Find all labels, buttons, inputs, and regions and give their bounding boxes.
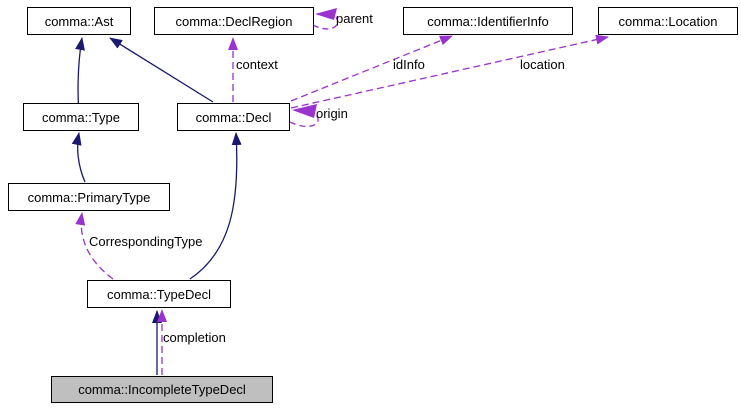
edge-label-correspondingtype: CorrespondingType bbox=[89, 234, 203, 249]
node-comma-incompletetypedecl: comma::IncompleteTypeDecl bbox=[51, 376, 273, 403]
edge-parent-arrowhead bbox=[315, 8, 337, 20]
edge-typedecl-to-decl bbox=[189, 132, 242, 280]
edge-location bbox=[290, 34, 609, 109]
edge-label-origin: origin bbox=[316, 106, 348, 121]
edge-idinfo bbox=[290, 35, 453, 102]
node-label: comma::IdentifierInfo bbox=[427, 13, 549, 29]
node-label: comma::Decl bbox=[195, 109, 272, 125]
node-comma-identifierinfo[interactable]: comma::IdentifierInfo bbox=[403, 7, 573, 35]
edge-parent-self-loop bbox=[312, 16, 338, 30]
edge-label-location: location bbox=[520, 57, 565, 72]
edge-label-idinfo: idInfo bbox=[393, 57, 425, 72]
edge-origin-arrowhead bbox=[292, 104, 317, 118]
edge-correspondingtype bbox=[75, 212, 114, 280]
node-comma-location[interactable]: comma::Location bbox=[598, 7, 738, 35]
node-label: comma::PrimaryType bbox=[27, 189, 151, 205]
node-label: comma::Location bbox=[618, 13, 718, 29]
node-comma-declregion[interactable]: comma::DeclRegion bbox=[154, 7, 314, 35]
edge-label-parent: parent bbox=[336, 11, 373, 26]
edge-origin-self-loop bbox=[289, 114, 319, 128]
node-label: comma::IncompleteTypeDecl bbox=[78, 382, 246, 397]
node-comma-decl[interactable]: comma::Decl bbox=[177, 103, 290, 131]
node-comma-primarytype[interactable]: comma::PrimaryType bbox=[8, 183, 170, 211]
edge-label-context: context bbox=[236, 57, 278, 72]
node-comma-type[interactable]: comma::Type bbox=[23, 103, 139, 131]
node-label: comma::TypeDecl bbox=[106, 286, 212, 302]
node-label: comma::DeclRegion bbox=[175, 13, 293, 29]
node-comma-ast[interactable]: comma::Ast bbox=[27, 7, 131, 35]
edge-decl-to-ast bbox=[109, 37, 214, 103]
node-label: comma::Ast bbox=[44, 13, 114, 29]
edge-primarytype-to-type bbox=[71, 132, 86, 183]
node-label: comma::Type bbox=[41, 109, 121, 125]
edge-label-completion: completion bbox=[163, 330, 226, 345]
node-comma-typedecl[interactable]: comma::TypeDecl bbox=[87, 280, 231, 308]
